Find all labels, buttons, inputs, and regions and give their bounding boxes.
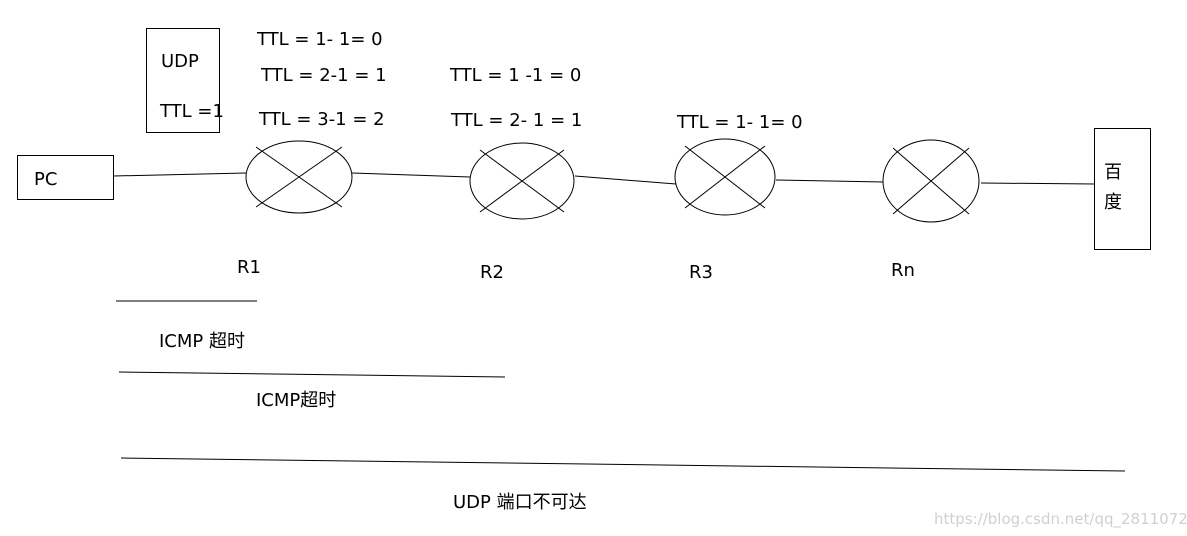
- router-r1-label: R1: [237, 257, 261, 278]
- reply-label-1: ICMP 超时: [159, 331, 245, 352]
- router-rn-label: Rn: [891, 260, 915, 281]
- router-r3-label: R3: [689, 262, 713, 283]
- router-r3-icon: [674, 138, 776, 216]
- server-label-line1: 百: [1104, 162, 1122, 183]
- packet-box: [146, 28, 220, 133]
- r1-ttl-line-2: TTL = 2-1 = 1: [261, 65, 387, 86]
- packet-proto-label: UDP: [161, 51, 199, 72]
- reply-line-2: [118, 371, 506, 378]
- router-r1-icon: [245, 140, 353, 214]
- reply-label-3: UDP 端口不可达: [453, 492, 587, 513]
- link-pc-r1: [113, 172, 247, 177]
- r2-ttl-line-2: TTL = 2- 1 = 1: [451, 110, 583, 131]
- r3-ttl-line-1: TTL = 1- 1= 0: [677, 112, 803, 133]
- server-node: [1094, 128, 1151, 250]
- r2-ttl-line-1: TTL = 1 -1 = 0: [450, 65, 582, 86]
- pc-label: PC: [34, 169, 58, 190]
- r1-ttl-line-3: TTL = 3-1 = 2: [259, 109, 385, 130]
- server-label: 百 度: [1104, 164, 1122, 224]
- r1-ttl-line-1: TTL = 1- 1= 0: [257, 29, 383, 50]
- router-r2-label: R2: [480, 262, 504, 283]
- pc-node: [17, 155, 114, 200]
- reply-line-3: [120, 457, 1126, 472]
- router-r2-icon: [469, 142, 575, 220]
- watermark-text: https://blog.csdn.net/qq_28110727: [934, 510, 1187, 528]
- packet-ttl-label: TTL =1: [160, 101, 224, 122]
- server-label-line2: 度: [1104, 192, 1122, 213]
- link-r1-r2: [351, 172, 471, 178]
- reply-label-2: ICMP超时: [256, 390, 337, 411]
- link-r3-rn: [775, 179, 885, 183]
- router-rn-icon: [882, 139, 980, 223]
- link-r2-r3: [574, 175, 677, 185]
- link-rn-server: [980, 182, 1096, 185]
